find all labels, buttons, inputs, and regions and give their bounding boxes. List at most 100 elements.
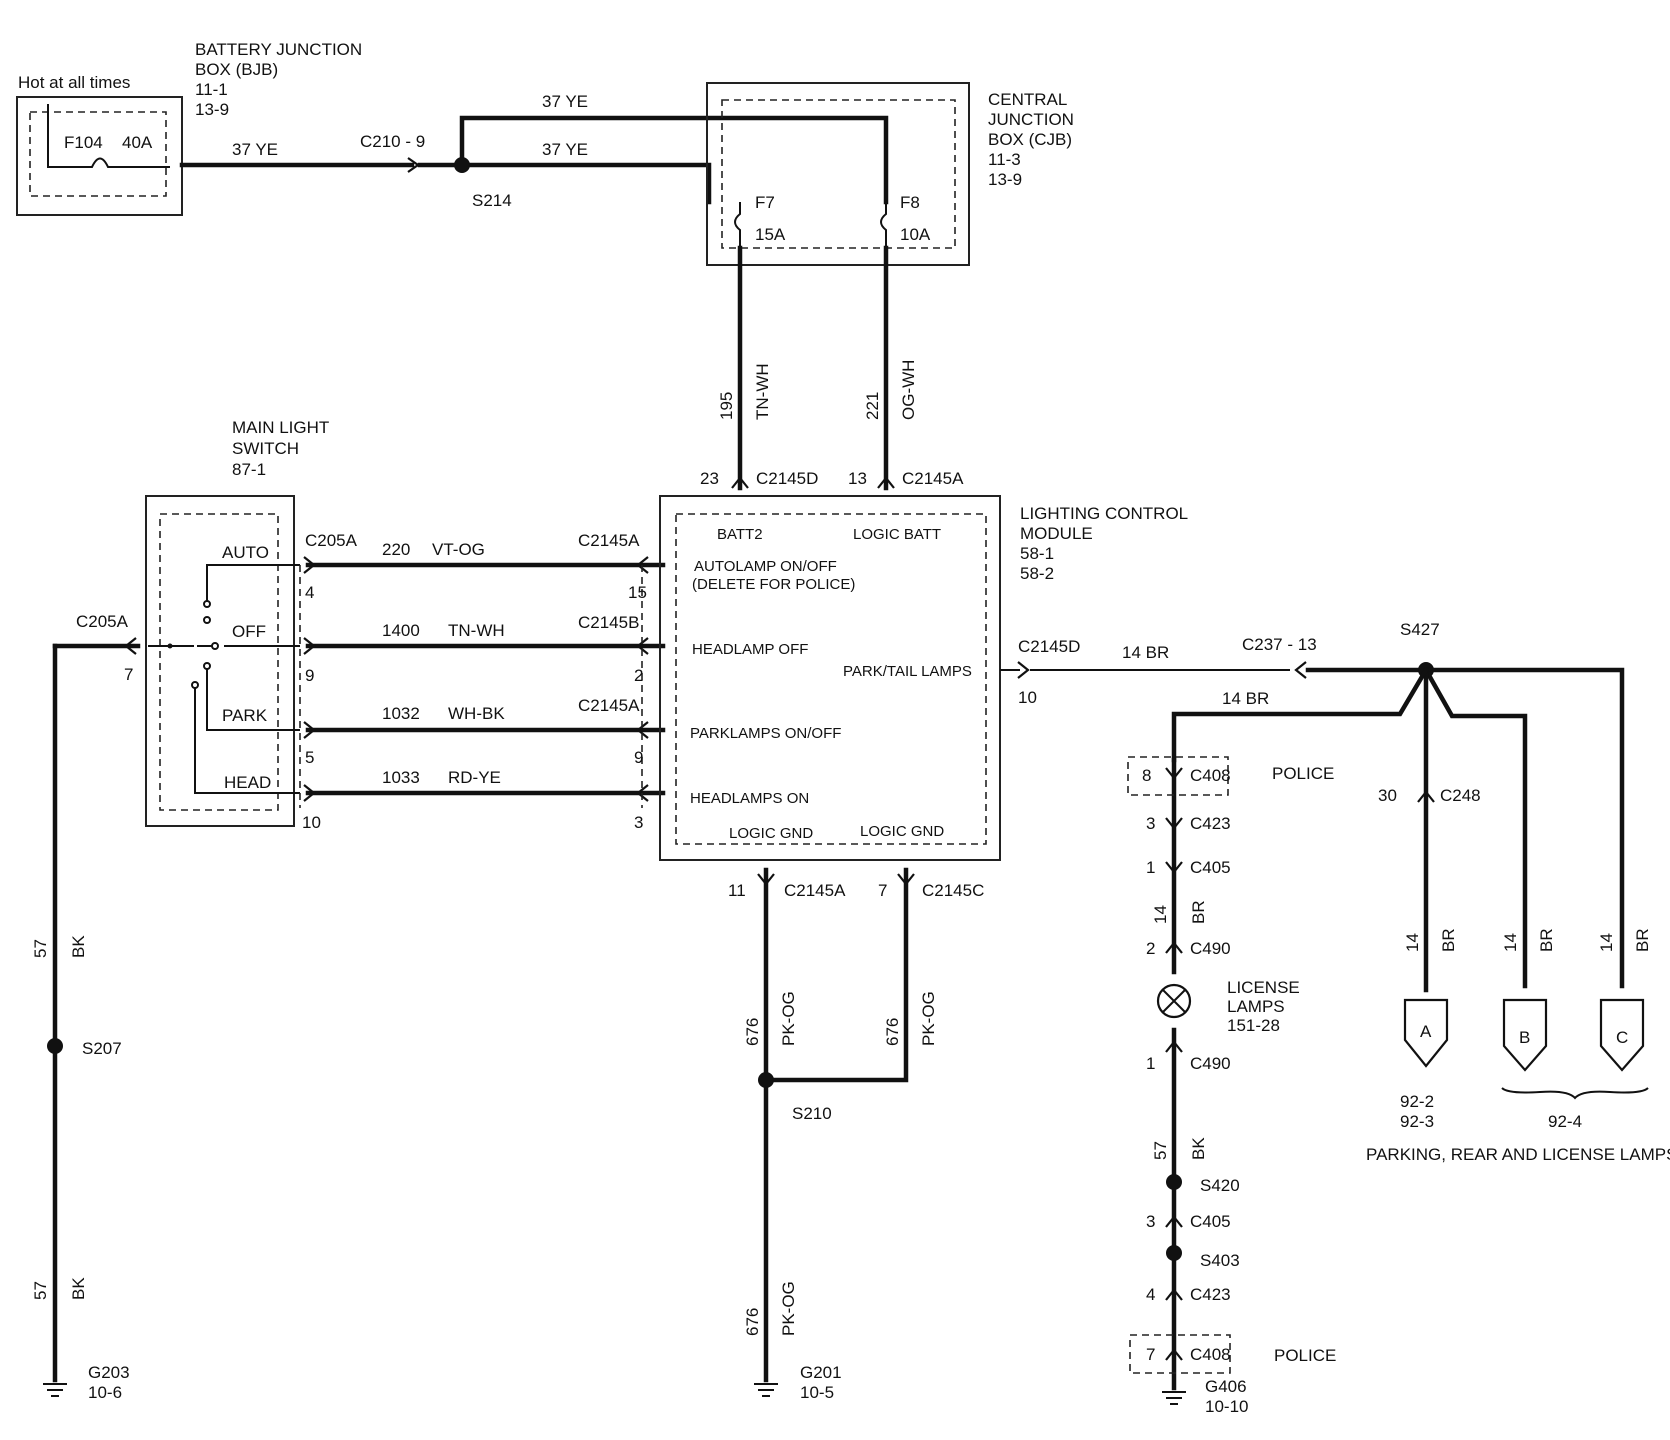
central-junction-box: F7 15A F8 10A CENTRAL JUNCTION BOX (CJB)… bbox=[706, 82, 1074, 266]
left-circuit-upper: 57 bbox=[31, 939, 50, 958]
lamp-b-shape bbox=[1502, 998, 1548, 1072]
mls-ref: 87-1 bbox=[232, 460, 266, 479]
lcm-gnd-color-a: PK-OG bbox=[779, 991, 798, 1046]
lcm-ref2: 58-2 bbox=[1020, 564, 1054, 583]
lcm-autolamp-note: (DELETE FOR POLICE) bbox=[692, 576, 855, 593]
park-sw-pin: 5 bbox=[305, 748, 314, 767]
branch-a-color: BR bbox=[1439, 928, 1458, 952]
splice-s210-dot bbox=[758, 1072, 774, 1088]
c490-top-label: C490 bbox=[1190, 939, 1231, 958]
f7-wire-color: TN-WH bbox=[753, 363, 772, 420]
lcm-parklamps: PARKLAMPS ON/OFF bbox=[690, 725, 841, 742]
switch-circuits: C205A 4 220 VT-OG C2145A 15 9 1400 TN-WH… bbox=[299, 531, 666, 832]
splice-s210-label: S210 bbox=[792, 1104, 832, 1123]
left-pin: 7 bbox=[124, 665, 133, 684]
c408b-pin: 7 bbox=[1146, 1345, 1155, 1364]
f8-circuit-number: 221 bbox=[863, 392, 882, 420]
fuse-f8-rating: 10A bbox=[900, 225, 931, 244]
lcm-park-tail: PARK/TAIL LAMPS bbox=[843, 663, 972, 680]
top-wires: 37 YE C210 - 9 37 YE 37 YE S214 bbox=[179, 92, 889, 210]
lcm-gnd-pin-c: 7 bbox=[878, 881, 887, 900]
branch-b-color: BR bbox=[1537, 928, 1556, 952]
ground-g203: G203 bbox=[88, 1363, 130, 1382]
license-lamps-ref: 151-28 bbox=[1227, 1016, 1280, 1035]
splice-s420-dot bbox=[1166, 1174, 1182, 1190]
license-lamps-line1: LICENSE bbox=[1227, 978, 1300, 997]
lamp-c-label: C bbox=[1616, 1028, 1628, 1047]
off-lcm-conn: C2145B bbox=[578, 613, 639, 632]
hot-at-all-times-label: Hot at all times bbox=[18, 73, 130, 92]
lamp-bc-ref: 92-4 bbox=[1548, 1112, 1582, 1131]
lcm-gnd-circuit-c: 676 bbox=[883, 1018, 902, 1046]
splice-s214-dot bbox=[454, 157, 470, 173]
park-out-wire: 14 BR bbox=[1122, 643, 1169, 662]
lcm-gnd-conn-a: C2145A bbox=[784, 881, 846, 900]
left-color-lower: BK bbox=[69, 1277, 88, 1300]
splice-s207-label: S207 bbox=[82, 1039, 122, 1058]
c490-top-pin: 2 bbox=[1146, 939, 1155, 958]
ground-g201: G201 bbox=[800, 1363, 842, 1382]
main-light-switch: MAIN LIGHT SWITCH 87-1 AUTO OFF PARK HEA… bbox=[145, 418, 329, 827]
switch-head-label: HEAD bbox=[224, 773, 271, 792]
lcm-ref1: 58-1 bbox=[1020, 544, 1054, 563]
lamp-a-ref1: 92-2 bbox=[1400, 1092, 1434, 1111]
lower-wire-label: 37 YE bbox=[542, 140, 588, 159]
head-circuit: 1033 bbox=[382, 768, 420, 787]
cjb-outputs: 195 TN-WH 221 OG-WH 23 C2145D 13 C2145A bbox=[700, 245, 964, 491]
fuse-f104-label: F104 bbox=[64, 133, 103, 152]
park-lcm-conn: C2145A bbox=[578, 696, 640, 715]
lighting-control-module: LIGHTING CONTROL MODULE 58-1 58-2 BATT2 … bbox=[659, 495, 1188, 861]
left-conn: C205A bbox=[76, 612, 129, 631]
f8-connector: C2145A bbox=[902, 469, 964, 488]
switch-auto-label: AUTO bbox=[222, 543, 269, 562]
upper-wire-label: 37 YE bbox=[542, 92, 588, 111]
battery-junction-box: BATTERY JUNCTION BOX (BJB) 11-1 13-9 Hot… bbox=[16, 40, 362, 216]
c423-pin: 3 bbox=[1146, 814, 1155, 833]
auto-circuit: 220 bbox=[382, 540, 410, 559]
lamp-c-shape bbox=[1599, 998, 1645, 1072]
lcm-batt2: BATT2 bbox=[717, 526, 763, 543]
park-lcm-pin: 9 bbox=[634, 748, 643, 767]
c405b-pin: 3 bbox=[1146, 1212, 1155, 1231]
lcm-logic-batt: LOGIC BATT bbox=[853, 526, 941, 543]
c210-wire-label: 37 YE bbox=[232, 140, 278, 159]
lamp-a-shape bbox=[1403, 998, 1449, 1068]
branch-c-circuit: 14 bbox=[1597, 933, 1616, 952]
lcm-gnd-circuit-a: 676 bbox=[743, 1018, 762, 1046]
cjb-title-line2: JUNCTION bbox=[988, 110, 1074, 129]
mls-title-line1: MAIN LIGHT bbox=[232, 418, 329, 437]
park-out-conn: C2145D bbox=[1018, 637, 1080, 656]
f7-pin: 23 bbox=[700, 469, 719, 488]
off-lcm-pin: 2 bbox=[634, 666, 643, 685]
license-color-br: BR bbox=[1189, 900, 1208, 924]
park-out-pin: 10 bbox=[1018, 688, 1037, 707]
head-sw-pin: 10 bbox=[302, 813, 321, 832]
switch-off-label: OFF bbox=[232, 622, 266, 641]
c408b-label: C408 bbox=[1190, 1345, 1231, 1364]
ground-g406: G406 bbox=[1205, 1377, 1247, 1396]
bjb-ref1: 11-1 bbox=[195, 80, 228, 99]
lcm-gnd-color-c: PK-OG bbox=[919, 991, 938, 1046]
splice-s207-dot bbox=[47, 1038, 63, 1054]
cjb-ref1: 11-3 bbox=[988, 150, 1021, 169]
switch-conn-c205a: C205A bbox=[305, 531, 358, 550]
fuse-f104-rating: 40A bbox=[122, 133, 153, 152]
c248-pin: 30 bbox=[1378, 786, 1397, 805]
ground-g201-ref: 10-5 bbox=[800, 1383, 834, 1402]
lcm-gnd-color-lower: PK-OG bbox=[779, 1281, 798, 1336]
switch-park-label: PARK bbox=[222, 706, 268, 725]
head-color: RD-YE bbox=[448, 768, 501, 787]
ground-g203-ref: 10-6 bbox=[88, 1383, 122, 1402]
branch-c-color: BR bbox=[1633, 928, 1652, 952]
parking-lamps-caption: PARKING, REAR AND LICENSE LAMPS bbox=[1366, 1145, 1670, 1164]
bjb-title-line2: BOX (BJB) bbox=[195, 60, 278, 79]
left-ground-circuit: C205A 7 57 BK S207 57 BK G203 10-6 bbox=[31, 612, 141, 1402]
head-lcm-pin: 3 bbox=[634, 813, 643, 832]
f7-connector: C2145D bbox=[756, 469, 818, 488]
splice-s420-label: S420 bbox=[1200, 1176, 1240, 1195]
c405-label: C405 bbox=[1190, 858, 1231, 877]
lamp-a-ref2: 92-3 bbox=[1400, 1112, 1434, 1131]
auto-color: VT-OG bbox=[432, 540, 485, 559]
branch-wire-label: 14 BR bbox=[1222, 689, 1269, 708]
